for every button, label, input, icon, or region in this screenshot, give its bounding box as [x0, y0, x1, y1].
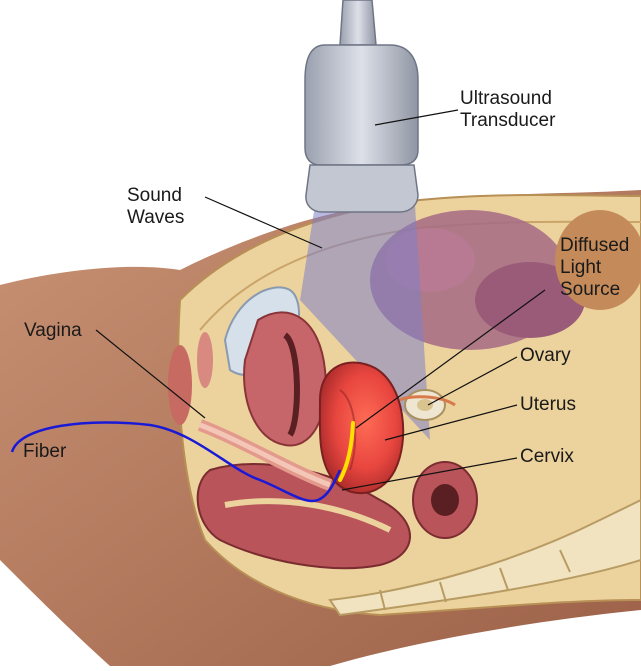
uterus	[320, 363, 403, 494]
ultrasound-transducer	[305, 0, 418, 212]
label-diffused-line1: Diffused	[560, 235, 629, 257]
label-cervix-text: Cervix	[520, 446, 574, 467]
label-diffused-line3: Source	[560, 279, 629, 301]
label-diffused-line2: Light	[560, 257, 629, 279]
label-uterus-text: Uterus	[520, 394, 576, 415]
label-vagina: Vagina	[24, 320, 82, 342]
label-sound-waves: Sound Waves	[127, 185, 184, 229]
label-ultrasound-transducer: Ultrasound Transducer	[460, 88, 555, 132]
label-sound-waves-line2: Waves	[127, 207, 184, 229]
label-fiber: Fiber	[23, 441, 66, 463]
label-vagina-text: Vagina	[24, 320, 82, 341]
label-ovary-text: Ovary	[520, 345, 571, 366]
rectum	[244, 312, 326, 445]
label-fiber-text: Fiber	[23, 441, 66, 462]
label-diffused-light-source: Diffused Light Source	[560, 235, 629, 301]
label-transducer-line2: Transducer	[460, 110, 555, 132]
label-uterus: Uterus	[520, 394, 576, 416]
label-ovary: Ovary	[520, 345, 571, 367]
label-cervix: Cervix	[520, 446, 574, 468]
label-sound-waves-line1: Sound	[127, 185, 184, 207]
label-transducer-line1: Ultrasound	[460, 88, 555, 110]
